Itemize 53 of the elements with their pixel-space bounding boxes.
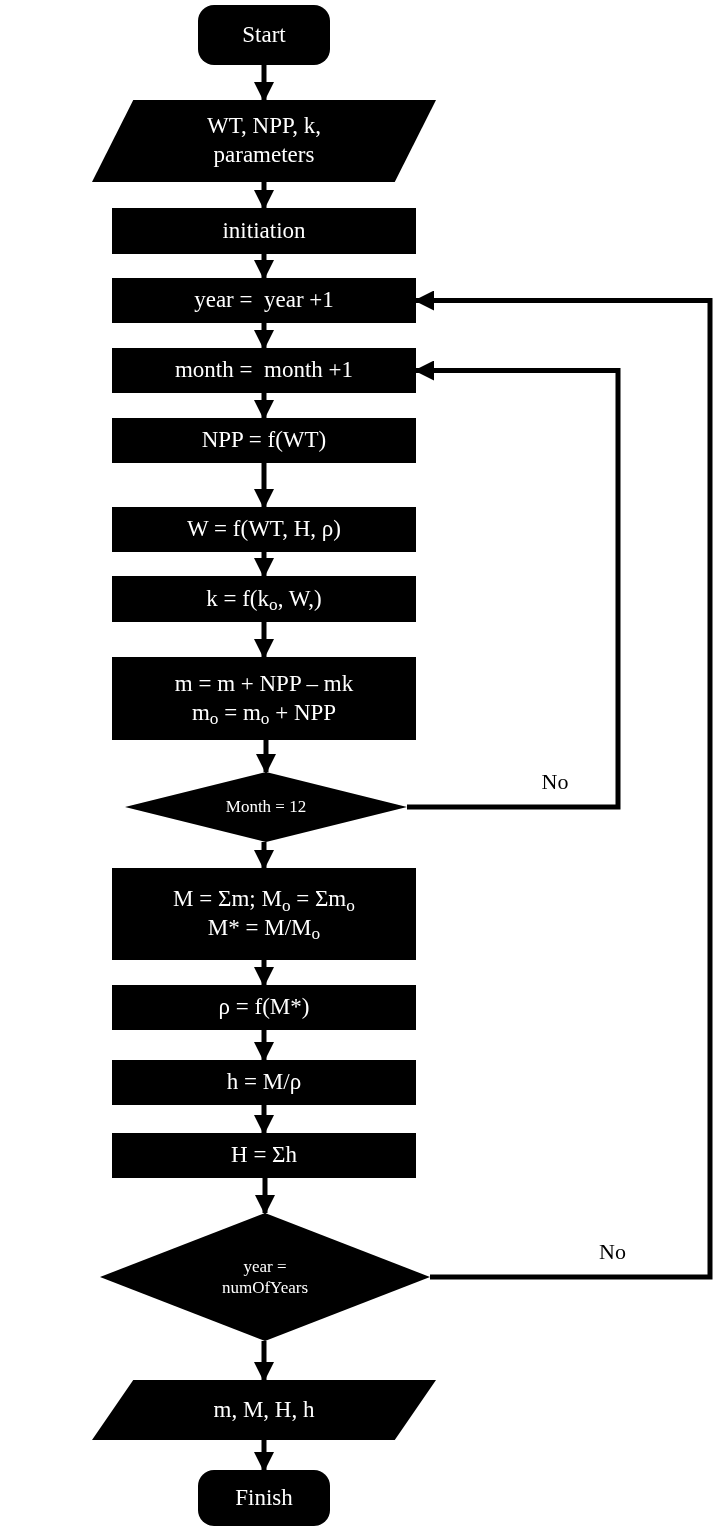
node-label: year = year +1 [194, 286, 334, 315]
process-box [112, 657, 416, 740]
node-label: h = M/ρ [226, 1068, 302, 1097]
node-label: H = Σh [231, 1141, 297, 1170]
decision-diamond [125, 772, 407, 842]
node-label: m$_{o}$ = m$_{o}$ + NPP [191, 698, 337, 728]
node-label: year = numOfYears [220, 1255, 310, 1299]
node-label: k = f(k$_{o}$, W,) [206, 584, 322, 614]
node-label: M = Σm; M$_{o}$ = Σm$_{o}$ [173, 885, 355, 914]
arrow [254, 1341, 274, 1382]
node-label: Start [242, 20, 286, 49]
node-label: ρ = f(M*) [218, 993, 310, 1022]
arrow [256, 740, 276, 774]
node-label: Finish [235, 1483, 293, 1512]
arrow [254, 1105, 274, 1135]
arrow [254, 393, 274, 420]
node-label: m = m + NPP – mk [174, 669, 354, 698]
arrow [254, 463, 274, 509]
node-label: M* = M/M$_{o}$ [207, 914, 321, 943]
process-box [112, 507, 416, 552]
arrow [254, 254, 274, 280]
terminal-box [198, 5, 330, 65]
process-box [112, 418, 416, 463]
node-label: NPP = f(WT) [201, 426, 327, 455]
node-label: WT, NPP, k, parameters [206, 112, 322, 169]
process-box [112, 576, 416, 622]
arrow [254, 182, 274, 210]
process-box [112, 1133, 416, 1178]
arrow [254, 960, 274, 987]
arrow [254, 1440, 274, 1472]
process-box [112, 985, 416, 1030]
arrow [254, 323, 274, 350]
terminal-box [198, 1470, 330, 1526]
arrow [254, 65, 274, 102]
node-label: initiation [222, 216, 306, 245]
process-box [112, 868, 416, 960]
arrow [254, 552, 274, 578]
node-label: Month = 12 [225, 796, 307, 818]
node-label: month = month +1 [175, 356, 353, 385]
process-box [112, 348, 416, 393]
arrow [254, 1030, 274, 1062]
input-output-parallelogram [92, 100, 436, 182]
process-box [112, 208, 416, 254]
arrow [255, 1178, 275, 1215]
node-label: m, M, H, h [213, 1395, 315, 1424]
process-box [112, 1060, 416, 1105]
node-label: W = f(WT, H, ρ) [187, 515, 341, 544]
arrow [407, 360, 621, 810]
decision-diamond [100, 1213, 430, 1341]
process-box [112, 278, 416, 323]
arrow [254, 622, 274, 659]
arrow [254, 842, 274, 870]
input-output-parallelogram [92, 1380, 436, 1440]
